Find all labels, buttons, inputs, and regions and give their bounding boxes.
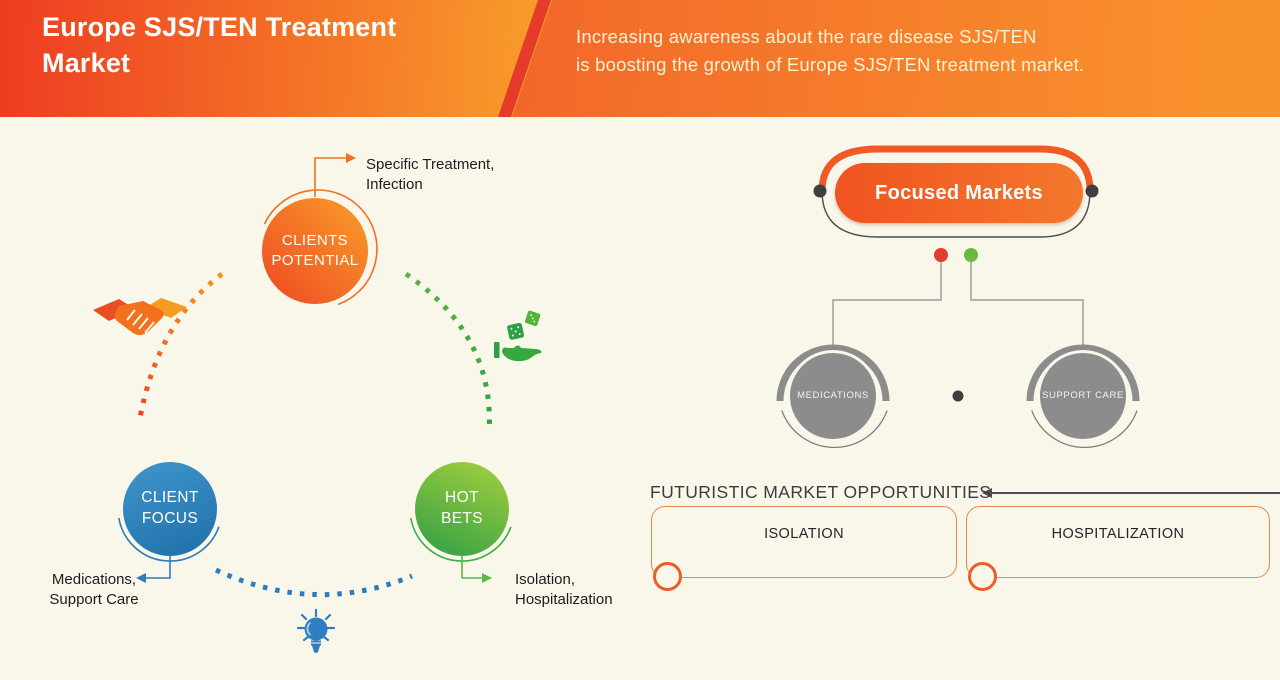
support-care-thin-arc <box>1031 410 1138 449</box>
callout-clients-potential: Specific Treatment, Infection <box>366 155 494 196</box>
header-right-panel <box>512 0 1280 117</box>
opportunity-box-isolation: ISOLATION <box>651 506 957 578</box>
green-dotted-arc <box>404 271 492 433</box>
clients-potential-arrowhead <box>346 153 356 163</box>
pill-right-dot <box>1085 184 1099 198</box>
node-label-line: HOT <box>445 489 479 507</box>
header-subtitle-line2: is boosting the growth of Europe SJS/TEN… <box>576 53 1085 75</box>
handshake-icon <box>93 298 187 336</box>
lightbulb-icon <box>296 608 336 653</box>
header-subtitle: Increasing awareness about the rare dise… <box>576 23 1084 79</box>
node-client-focus: CLIENT FOCUS <box>123 462 217 556</box>
hot-bets-arc <box>410 517 512 562</box>
node-label-line: CLIENTS <box>281 231 349 249</box>
dice-hand-icon <box>494 310 542 362</box>
node-label-line: SUPPORT CARE <box>1042 389 1124 401</box>
node-label-line: CLIENT <box>141 489 199 507</box>
blue-dotted-arc <box>214 567 413 598</box>
callout-line: Support Care <box>49 591 139 609</box>
green-branch-dot <box>964 248 978 262</box>
red-branch-dot <box>934 248 948 262</box>
node-label-line: BETS <box>440 510 484 527</box>
pill-left-dot <box>813 184 827 198</box>
callout-line: Isolation, <box>515 571 576 588</box>
opportunity-label: ISOLATION <box>764 526 844 542</box>
callout-line: Medications, <box>51 571 137 588</box>
node-hot-bets: HOT BETS <box>415 462 509 556</box>
clients-potential-arrow-line <box>314 157 346 197</box>
opportunities-heading: FUTURISTIC MARKET OPPORTUNITIES <box>650 482 992 502</box>
node-support-care: SUPPORT CARE <box>1040 353 1126 439</box>
pill-bottom-arc <box>821 190 1091 238</box>
connector-medications <box>832 262 942 353</box>
pill-top-arc <box>818 145 1094 195</box>
opportunity-box-hospitalization: HOSPITALIZATION <box>966 506 1270 578</box>
header-banner: Europe SJS/TEN Treatment Market Increasi… <box>0 0 1280 117</box>
orange-ring-icon <box>968 562 997 591</box>
client-focus-arc <box>118 517 220 562</box>
client-focus-arrowhead <box>136 573 146 583</box>
support-care-thick-arc <box>1026 344 1140 402</box>
callout-line: Hospitalization <box>515 591 613 609</box>
node-label-line: MEDICATIONS <box>797 389 869 401</box>
hot-bets-arrowhead <box>482 573 492 583</box>
node-medications: MEDICATIONS <box>790 353 876 439</box>
callout-hot-bets: Isolation, Hospitalization <box>515 570 613 611</box>
callout-client-focus: Medications, Support Care <box>26 570 162 611</box>
callout-line: Infection <box>366 176 423 194</box>
node-label-line: POTENTIAL <box>271 252 359 269</box>
header-subtitle-line1: Increasing awareness about the rare dise… <box>576 26 1037 47</box>
medications-thick-arc <box>776 344 890 402</box>
opportunities-arrowhead <box>982 488 992 498</box>
node-label-line: FOCUS <box>141 510 199 527</box>
node-clients-potential: CLIENTS POTENTIAL <box>262 198 368 304</box>
center-dot <box>952 390 964 402</box>
opportunity-label: HOSPITALIZATION <box>1051 526 1185 542</box>
client-focus-arrow-line <box>146 556 171 579</box>
focused-markets-pill: Focused Markets <box>835 163 1083 223</box>
medications-thin-arc <box>781 410 888 449</box>
callout-line: Specific Treatment, <box>366 156 495 173</box>
page-title: Europe SJS/TEN Treatment Market <box>42 12 397 78</box>
hot-bets-arrow-line <box>461 556 482 579</box>
orange-ring-icon <box>653 562 682 591</box>
connector-support-care <box>970 262 1084 353</box>
clients-potential-arc <box>263 189 378 306</box>
